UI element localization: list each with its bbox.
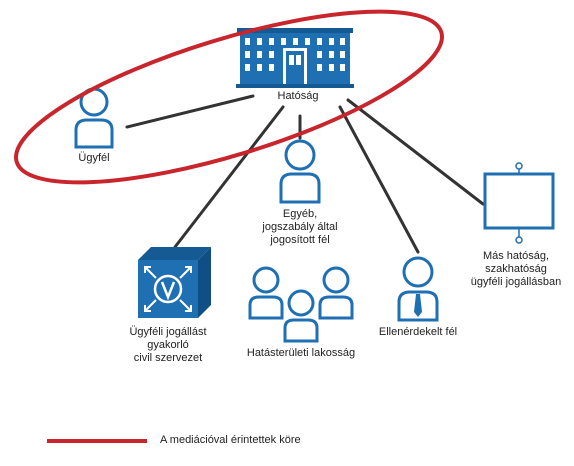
other-authority-line-2: szakhatóság — [485, 263, 547, 275]
other-authority-line-1: Más hatóság, — [482, 250, 550, 262]
opposing-label: Ellenérdekelt fél — [378, 326, 458, 338]
connectors — [125, 94, 485, 254]
civil-org-line-1: Ügyféli jogállást — [129, 326, 207, 338]
civil-org-line-3: civil szervezet — [133, 352, 203, 364]
other-authority-line-3: ügyféli jogállásban — [470, 276, 562, 288]
person-icon — [279, 139, 321, 204]
group-icon — [248, 266, 354, 343]
connector-civil-org — [173, 105, 285, 249]
residents-label: Hatásterületi lakosság — [246, 347, 356, 359]
civil-org-cube-icon — [138, 247, 211, 318]
person-icon — [74, 87, 114, 149]
civil-org-line-2: gyakorló — [147, 339, 189, 351]
other-entitled-line-3: jogosított fél — [270, 234, 330, 246]
connector-client — [125, 94, 255, 129]
board-icon — [483, 162, 555, 244]
connector-other-authority — [346, 98, 485, 206]
other-entitled-label: Egyéb, jogszabály által jogosított fél — [245, 208, 355, 247]
civil-org-label: Ügyféli jogállást gyakorló civil szervez… — [113, 326, 223, 365]
legend-label: A mediációval érintettek köre — [160, 434, 301, 446]
other-authority-label: Más hatóság, szakhatóság ügyféli jogállá… — [459, 250, 573, 289]
other-entitled-line-1: Egyéb, — [282, 208, 318, 220]
client-label: Ügyfél — [78, 152, 110, 164]
authority-label: Hatóság — [277, 90, 319, 102]
mediation-scope-ellipse — [14, 9, 444, 185]
connector-opposing — [338, 105, 420, 254]
person-tie-icon — [397, 256, 439, 322]
other-entitled-line-2: jogszabály által — [262, 221, 338, 233]
building-icon — [236, 28, 354, 88]
